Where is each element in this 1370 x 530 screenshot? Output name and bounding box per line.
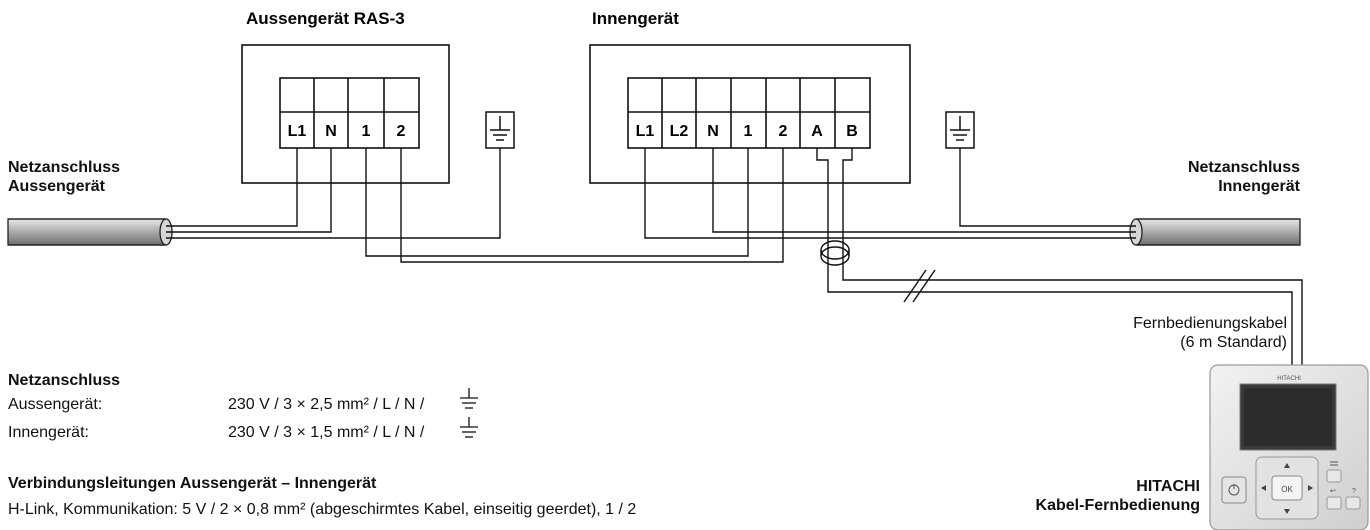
indoor-terminal-L2: L2 xyxy=(670,123,689,140)
remote-cable-wires xyxy=(816,148,1303,365)
indoor-terminal-N: N xyxy=(707,123,719,140)
spec-row-value: 230 V / 3 × 1,5 mm² / L / N / xyxy=(228,424,425,441)
right-arrow-icon xyxy=(1308,485,1313,491)
indoor-terminal-L1: L1 xyxy=(636,123,655,140)
remote-name: Kabel-Fernbedienung xyxy=(1035,497,1200,514)
ok-label: OK xyxy=(1281,485,1293,494)
interconnect-wires xyxy=(365,148,784,263)
svg-text:?: ? xyxy=(1352,488,1356,495)
remote-brand: HITACHI xyxy=(1136,478,1200,495)
indoor-terminal-1: 1 xyxy=(744,123,753,140)
outdoor-terminal-L1: L1 xyxy=(288,123,307,140)
remote-cable-label: Fernbedienungskabel (6 m Standard) xyxy=(1133,314,1287,352)
outdoor-terminal-2: 2 xyxy=(397,123,406,140)
indoor-terminal-block xyxy=(627,77,871,149)
remote-device-brand: HITACHI xyxy=(1277,376,1301,382)
outdoor-terminal-block xyxy=(279,77,420,149)
indoor-power-label: Netzanschluss Innengerät xyxy=(1188,158,1300,196)
spec-row-label: Innengerät: xyxy=(8,424,89,441)
indoor-unit-title: Innengerät xyxy=(592,9,679,28)
ok-button xyxy=(1271,475,1303,501)
outdoor-unit-box xyxy=(241,44,450,184)
outdoor-power-label-line2: Aussengerät xyxy=(8,178,105,195)
outdoor-terminal-N: N xyxy=(325,123,337,140)
remote-controller: HITACHI OK ? ↩ xyxy=(1209,364,1369,530)
menu-button xyxy=(1326,469,1342,483)
back-button xyxy=(1326,496,1342,510)
cable-shield-icon xyxy=(820,240,850,266)
remote-caption: HITACHI Kabel-Fernbedienung xyxy=(1036,477,1200,515)
up-arrow-icon xyxy=(1284,463,1290,468)
outdoor-power-cable xyxy=(7,218,173,246)
spec-row-value: 230 V / 3 × 2,5 mm² / L / N / xyxy=(228,396,425,413)
outdoor-power-label: Netzanschluss Aussengerät xyxy=(8,158,120,196)
ground-icon xyxy=(460,388,478,409)
indoor-power-label-line1: Netzanschluss xyxy=(1187,159,1300,176)
left-arrow-icon xyxy=(1261,485,1266,491)
power-button xyxy=(1221,476,1247,504)
indoor-terminal-B: B xyxy=(846,123,858,140)
outdoor-terminal-1: 1 xyxy=(362,123,371,140)
help-button xyxy=(1345,496,1361,510)
indoor-terminal-2: 2 xyxy=(779,123,788,140)
power-spec-title: Netzanschluss xyxy=(8,372,121,389)
down-arrow-icon xyxy=(1284,509,1290,514)
indoor-power-cable xyxy=(1129,218,1301,246)
remote-cable-label-line2: (6 m Standard) xyxy=(1180,334,1287,351)
cable-break-mark xyxy=(903,269,936,303)
indoor-terminal-A: A xyxy=(811,123,823,140)
indoor-power-label-line2: Innengerät xyxy=(1218,178,1300,195)
ground-icon xyxy=(460,417,478,438)
ground-icon xyxy=(945,111,975,149)
spec-row-label: Aussengerät: xyxy=(8,396,103,413)
indoor-power-wires xyxy=(644,148,1136,239)
outdoor-unit-title: Aussengerät RAS-3 xyxy=(246,9,405,28)
remote-cable-label-line1: Fernbedienungskabel xyxy=(1133,315,1287,332)
ground-icon xyxy=(485,111,515,149)
outdoor-power-label-line1: Netzanschluss xyxy=(8,159,121,176)
connection-spec-title: Verbindungsleitungen Aussengerät – Innen… xyxy=(8,475,377,492)
indoor-unit-box xyxy=(589,44,911,184)
svg-text:↩: ↩ xyxy=(1330,488,1336,495)
outdoor-power-wires xyxy=(166,148,501,239)
connection-spec-text: H-Link, Kommunikation: 5 V / 2 × 0,8 mm²… xyxy=(8,501,637,518)
